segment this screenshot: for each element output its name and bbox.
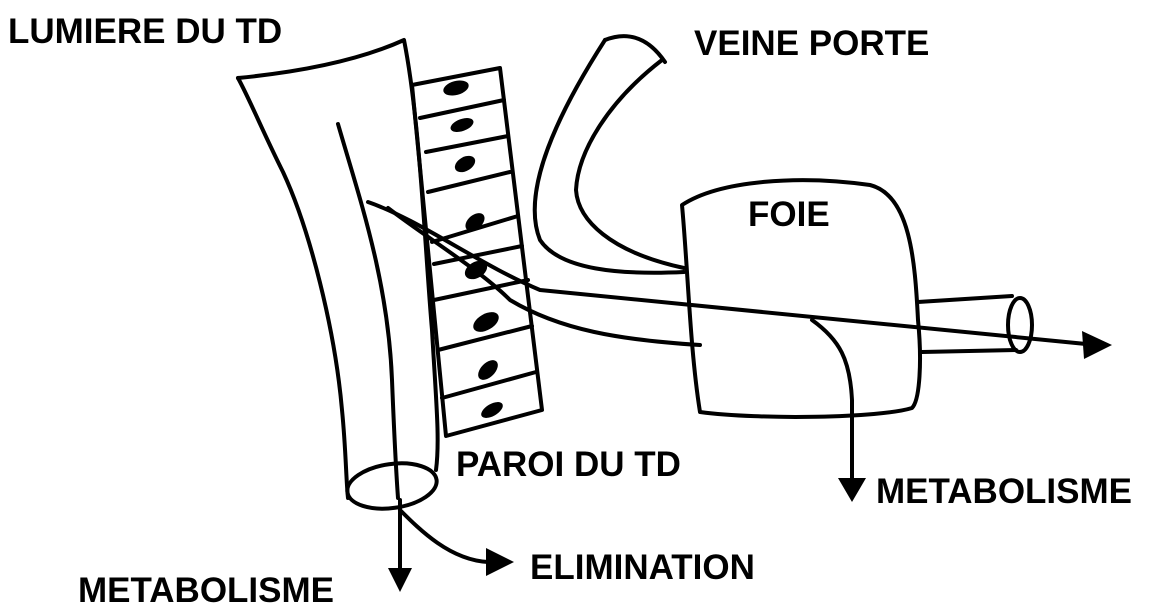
label-metabolisme-intestin: METABOLISME bbox=[78, 573, 334, 606]
veine-porte bbox=[535, 36, 684, 273]
arrowhead-right bbox=[1082, 331, 1112, 359]
paroi-cells bbox=[412, 68, 542, 436]
label-elimination: ELIMINATION bbox=[530, 550, 755, 585]
left-metabolism-arrow bbox=[388, 500, 412, 592]
label-veine-porte: VEINE PORTE bbox=[694, 26, 929, 61]
intestine-tube bbox=[238, 40, 440, 514]
label-lumiere-du-td: LUMIERE DU TD bbox=[8, 14, 282, 49]
outlet-tube bbox=[918, 296, 1032, 352]
liver-metabolism-arrow bbox=[812, 320, 866, 502]
label-paroi-du-td: PAROI DU TD bbox=[456, 447, 681, 482]
label-metabolisme-foie: METABOLISME bbox=[876, 474, 1132, 509]
label-foie: FOIE bbox=[748, 197, 830, 232]
elimination-arrow bbox=[400, 510, 514, 576]
